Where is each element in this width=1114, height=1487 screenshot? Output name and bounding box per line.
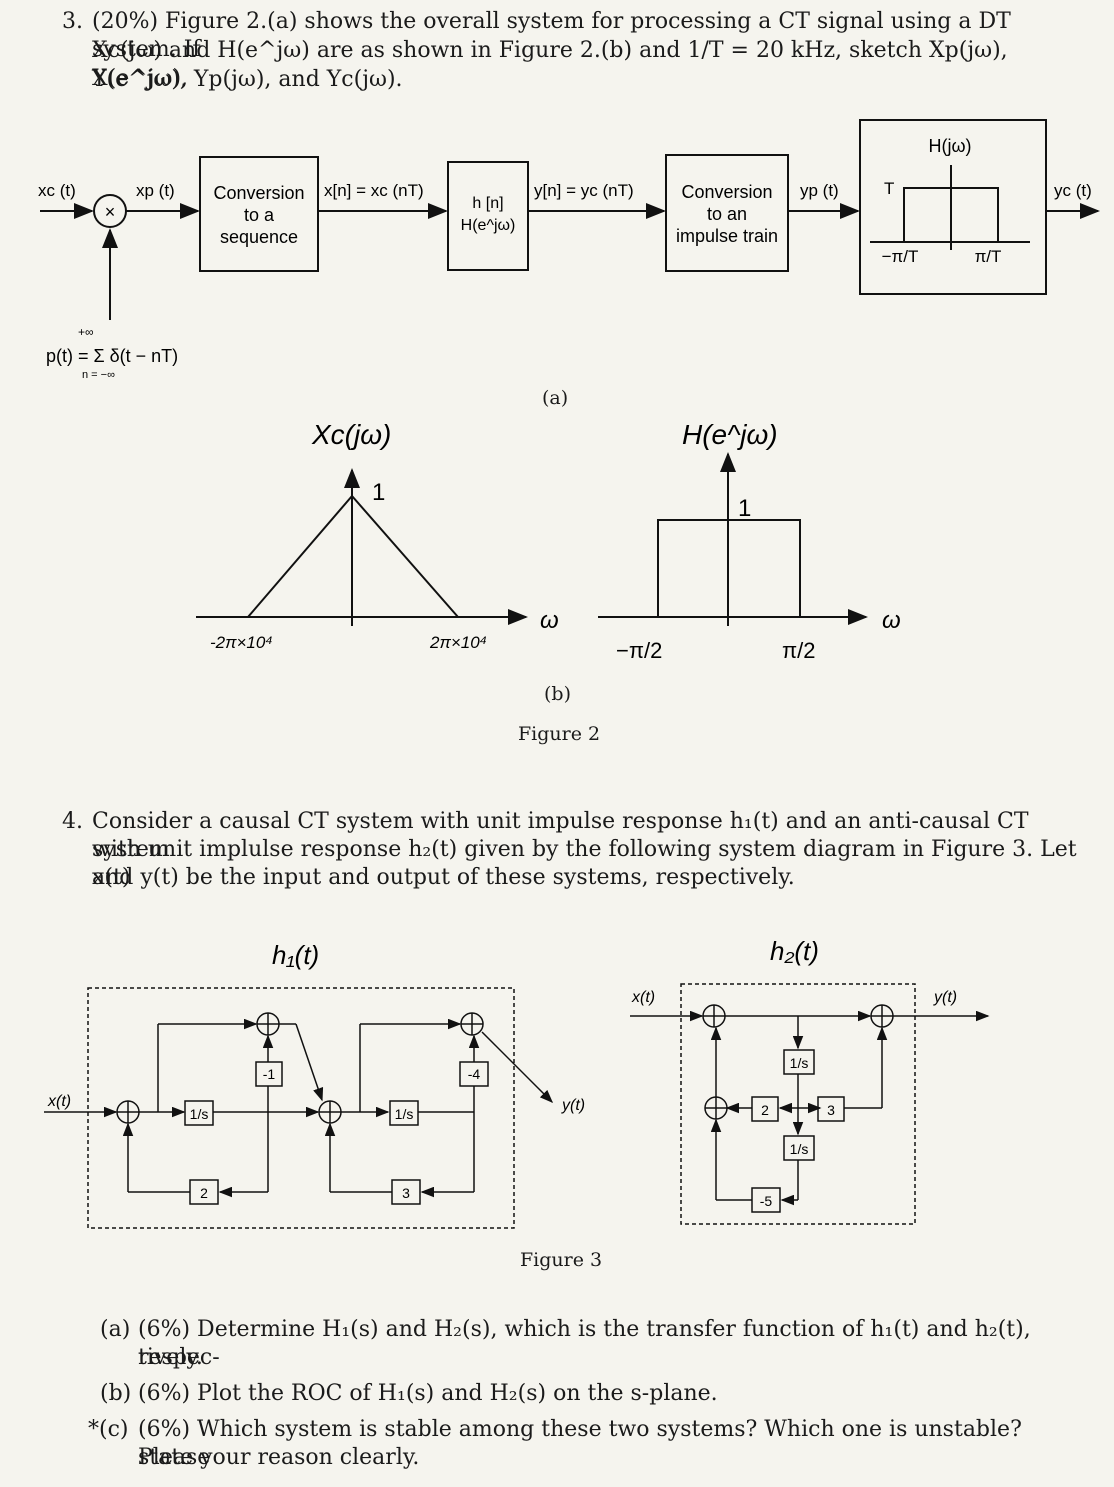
h2-integrator-2-label: 1/s bbox=[790, 1141, 809, 1157]
h1-gain-neg1-label: -1 bbox=[263, 1066, 276, 1082]
problem-3-line-2: Xc(jω) and H(e^jω) are as shown in Figur… bbox=[92, 38, 1008, 91]
h1-integrator-2-label: 1/s bbox=[395, 1106, 414, 1122]
h2-input-label: x(t) bbox=[631, 989, 655, 1006]
h-lowpass-response bbox=[657, 519, 801, 617]
xc-right-tick: 2π×10⁴ bbox=[429, 633, 487, 652]
h1-gain-neg4-label: -4 bbox=[468, 1066, 481, 1082]
yp-label: yp (t) bbox=[800, 181, 839, 200]
h-right-tick: π/2 bbox=[782, 638, 816, 663]
h1-integrator-1-label: 1/s bbox=[190, 1106, 209, 1122]
pt-sum-upper: +∞ bbox=[78, 325, 94, 339]
question-c-label: *(c) bbox=[88, 1417, 129, 1442]
question-c-cont: state your reason clearly. bbox=[138, 1445, 420, 1470]
conv1-line-2: to a bbox=[244, 205, 275, 225]
question-a-label: (a) bbox=[100, 1317, 131, 1342]
multiply-icon: × bbox=[105, 202, 116, 222]
figure-3-caption: Figure 3 bbox=[520, 1249, 603, 1271]
filter-line-1: h [n] bbox=[472, 195, 503, 212]
conversion-to-sequence-box bbox=[199, 156, 319, 272]
yn-label: y[n] = yc (nT) bbox=[534, 181, 634, 200]
h1-system-box bbox=[87, 987, 515, 1229]
h2-gain-2-box bbox=[751, 1096, 779, 1122]
conv2-line-3: impulse train bbox=[676, 226, 778, 246]
h2-integrator-1-box bbox=[783, 1049, 815, 1075]
pt-sum-lower: n = −∞ bbox=[82, 369, 115, 381]
problem-4-line-1: Consider a causal CT system with unit im… bbox=[92, 809, 1029, 862]
question-c-text: (6%) Which system is stable among these … bbox=[138, 1417, 1022, 1470]
h1-gain-2-label: 2 bbox=[200, 1185, 208, 1201]
h-omega-label: ω bbox=[882, 607, 901, 634]
problem-3-line-3: Y(e^jω), Yp(jω), and Yc(jω). bbox=[92, 67, 403, 92]
conversion-to-impulse-train-box bbox=[665, 154, 789, 272]
xc-plot-title: Xc(jω) bbox=[311, 419, 391, 450]
h2-gain-3-label: 3 bbox=[827, 1102, 835, 1118]
h2-integrator-1-label: 1/s bbox=[790, 1055, 809, 1071]
h1-integrator-2-box bbox=[389, 1100, 419, 1126]
question-a-text: (6%) Determine H₁(s) and H₂(s), which is… bbox=[138, 1317, 1031, 1370]
question-b-label: (b) bbox=[100, 1381, 132, 1406]
pt-label: p(t) = Σ δ(t − nT) bbox=[46, 346, 178, 366]
conv1-line-1: Conversion bbox=[213, 183, 304, 203]
problem-3-number: 3. bbox=[62, 9, 83, 34]
conv2-line-2: to an bbox=[707, 204, 747, 224]
problem-4-line-3: and y(t) be the input and output of thes… bbox=[92, 865, 795, 890]
h2-gain-2-label: 2 bbox=[761, 1102, 769, 1118]
h-gain-label: 1 bbox=[738, 495, 751, 522]
question-b-text: (6%) Plot the ROC of H₁(s) and H₂(s) on … bbox=[138, 1381, 718, 1406]
h1-input-label: x(t) bbox=[47, 1093, 71, 1110]
conv2-line-1: Conversion bbox=[681, 182, 772, 202]
figure-3-diagrams: h₁(t) x(t) y(t) 1/s 1/s -1 -4 2 3 h₂(t) … bbox=[44, 936, 990, 1229]
hjw-gain: T bbox=[884, 179, 894, 198]
figure-2b-plots: Xc(jω) 1 -2π×10⁴ 2π×10⁴ ω H(e^jω) 1 −π/2… bbox=[196, 419, 901, 663]
figure-2a-diagram: xc (t) xp (t) × Conversion to a sequence… bbox=[38, 119, 1100, 381]
h-plot-title: H(e^jω) bbox=[682, 419, 778, 450]
h1-gain-neg1-box bbox=[255, 1061, 283, 1087]
figure-2-caption: Figure 2 bbox=[518, 723, 601, 745]
xc-left-tick: -2π×10⁴ bbox=[210, 633, 273, 652]
xc-triangle-spectrum bbox=[247, 494, 459, 618]
problem-4-line-2: with unit implulse response h₂(t) given … bbox=[92, 837, 1077, 890]
xc-omega-label: ω bbox=[540, 607, 559, 634]
hjw-pos-cutoff: π/T bbox=[975, 247, 1002, 266]
xn-label: x[n] = xc (nT) bbox=[324, 181, 424, 200]
figure-2b-label: (b) bbox=[544, 683, 571, 705]
reconstruction-filter-box bbox=[859, 119, 1047, 295]
xc-label: xc (t) bbox=[38, 181, 76, 200]
h2-integrator-2-box bbox=[783, 1135, 815, 1161]
xp-label: xp (t) bbox=[136, 181, 175, 200]
h2-output-label: y(t) bbox=[933, 989, 957, 1006]
h1-title: h₁(t) bbox=[272, 940, 319, 970]
dt-filter-box bbox=[447, 161, 529, 271]
h2-system-box bbox=[680, 983, 916, 1225]
h-left-tick: −π/2 bbox=[616, 638, 662, 663]
filter-line-2: H(e^jω) bbox=[461, 217, 516, 234]
xc-peak-label: 1 bbox=[372, 479, 385, 506]
conv1-line-3: sequence bbox=[220, 227, 298, 247]
hjw-title: H(jω) bbox=[928, 136, 971, 156]
h2-gain-neg5-label: -5 bbox=[760, 1193, 773, 1209]
h2-title: h₂(t) bbox=[770, 936, 819, 966]
h2-gain-3-box bbox=[817, 1096, 845, 1122]
yc-label: yc (t) bbox=[1054, 181, 1092, 200]
hjw-neg-cutoff: −π/T bbox=[882, 247, 919, 266]
h1-gain-3-label: 3 bbox=[402, 1185, 410, 1201]
problem-4-number: 4. bbox=[62, 809, 83, 834]
h1-output-label: y(t) bbox=[561, 1097, 585, 1114]
figure-2a-label: (a) bbox=[542, 387, 569, 409]
problem-3-line-1: (20%) Figure 2.(a) shows the overall sys… bbox=[92, 9, 1011, 62]
question-a-cont: tively. bbox=[138, 1345, 203, 1370]
h1-integrator-1-box bbox=[184, 1100, 214, 1126]
